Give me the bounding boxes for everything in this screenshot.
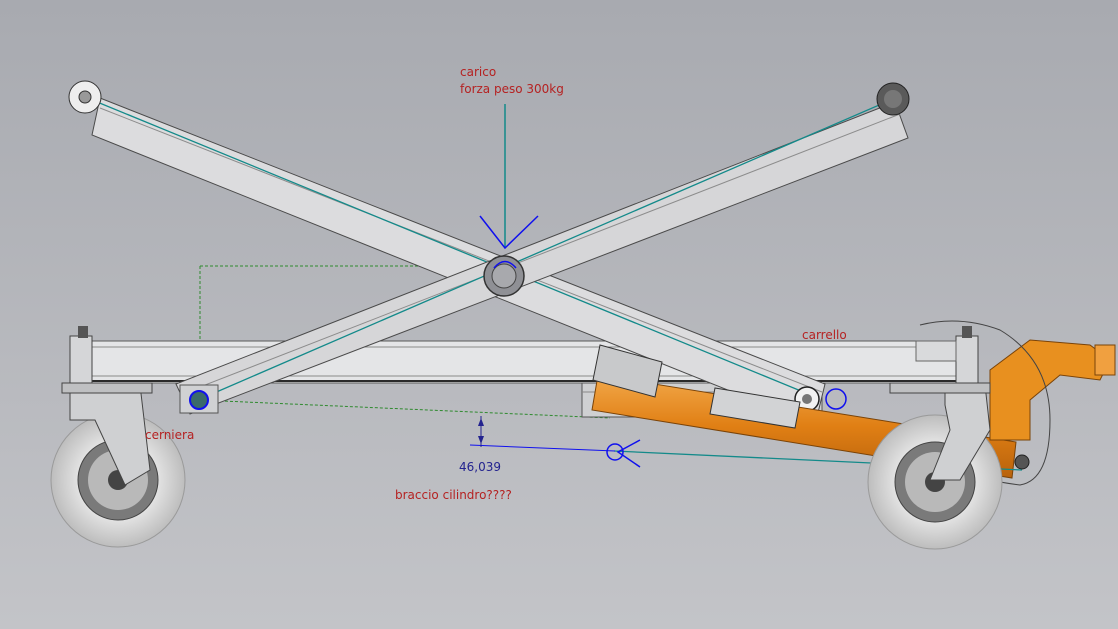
top-left-roller: [68, 80, 102, 114]
carrello-label: carrello: [802, 328, 847, 342]
right-caster-wheel: [867, 382, 1003, 550]
hinge-pivot[interactable]: [179, 384, 219, 414]
top-right-roller: [876, 82, 910, 116]
load-force-arrow: [479, 104, 539, 269]
braccio-label: braccio cilindro????: [395, 488, 512, 502]
dimension-46039[interactable]: 46,039: [459, 416, 501, 474]
arm-a-centerline: [84, 96, 819, 399]
pump-handle[interactable]: [919, 320, 1116, 486]
arm-b-centerline: [197, 98, 894, 401]
left-caster-wheel: [50, 382, 186, 548]
load-label-line1: carico: [460, 65, 496, 79]
dimension-value: 46,039: [459, 460, 501, 474]
slider-roller[interactable]: [794, 386, 847, 412]
cylinder-arm-sketch: [469, 439, 641, 468]
load-label-line2: forza peso 300kg: [460, 82, 564, 96]
cerniera-label: cerniera: [145, 428, 194, 442]
